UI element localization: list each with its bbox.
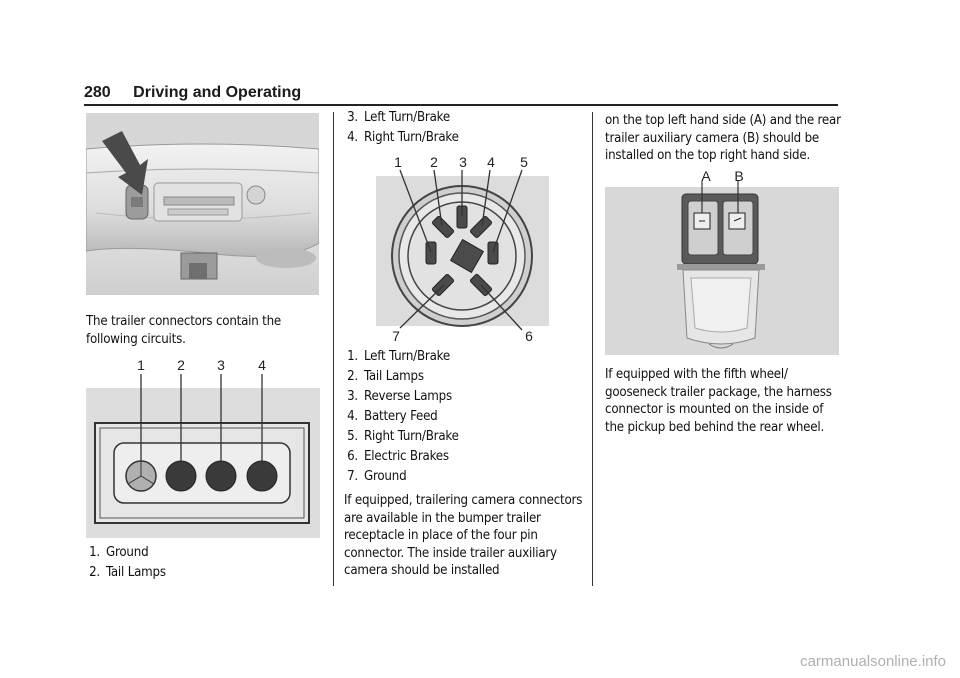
- camera-label-a: A: [701, 168, 711, 184]
- pin-label-5: 5: [520, 154, 528, 170]
- list-item: 3.Left Turn/Brake: [347, 110, 450, 125]
- pin-2: [165, 460, 197, 492]
- list-item: 1.Left Turn/Brake: [347, 349, 450, 364]
- pin-label-3: 3: [217, 357, 225, 373]
- pin-2: [432, 216, 454, 238]
- intro-paragraph: The trailer connectors contain the follo…: [86, 314, 282, 347]
- list-item: 6.Electric Brakes: [347, 449, 449, 464]
- list-item: 4.Battery Feed: [347, 409, 438, 424]
- camera-label-b: B: [734, 168, 743, 184]
- header-rule: [84, 104, 838, 106]
- page-number: 280: [84, 84, 111, 101]
- pin-label-6: 6: [525, 328, 533, 344]
- pin-label-1: 1: [394, 154, 402, 170]
- watermark: carmanualsonline.info: [800, 653, 946, 670]
- camera-port-b: [728, 212, 746, 230]
- seven-pin-circuit-list: 1.Left Turn/Brake 2.Tail Lamps 3.Reverse…: [344, 347, 459, 487]
- list-item: 2.Tail Lamps: [89, 565, 166, 580]
- seven-pin-connector-diagram: 1 2 3 4 5 7 6: [376, 154, 549, 344]
- pin-1: [425, 241, 437, 265]
- list-item: 4.Right Turn/Brake: [347, 130, 459, 145]
- pin-5: [487, 241, 499, 265]
- list-item: 2.Tail Lamps: [347, 369, 424, 384]
- pin-label-3: 3: [459, 154, 467, 170]
- list-item: 1.Ground: [89, 545, 149, 560]
- pin-4: [470, 216, 492, 238]
- four-pin-circuit-list-continued: 3.Left Turn/Brake 4.Right Turn/Brake: [344, 108, 459, 148]
- pin-label-7: 7: [392, 328, 400, 344]
- pin-3: [205, 460, 237, 492]
- gooseneck-paragraph: If equipped with the fifth wheel/ goosen…: [605, 367, 832, 435]
- four-pin-circuit-list: 1.Ground 2.Tail Lamps: [86, 543, 166, 583]
- column-divider-1: [333, 112, 334, 586]
- page-header: 280 Driving and Operating: [84, 84, 301, 102]
- four-pin-connector-diagram: 1 2 3 4: [86, 357, 320, 538]
- camera-location-paragraph: on the top left hand side (A) and the re…: [605, 113, 841, 163]
- list-item: 7.Ground: [347, 469, 407, 484]
- list-item: 5.Right Turn/Brake: [347, 429, 459, 444]
- pin-label-2: 2: [430, 154, 438, 170]
- pin-label-4: 4: [487, 154, 495, 170]
- pin-4: [246, 460, 278, 492]
- pin-label-1: 1: [137, 357, 145, 373]
- pin-label-2: 2: [177, 357, 185, 373]
- list-item: 3.Reverse Lamps: [347, 389, 452, 404]
- column-divider-2: [592, 112, 593, 586]
- camera-paragraph: If equipped, trailering camera connector…: [344, 493, 583, 578]
- pin-label-4: 4: [258, 357, 266, 373]
- camera-connector-illustration: A B: [605, 168, 839, 355]
- pin-1: [125, 460, 157, 492]
- bumper-receptacle-illustration: [86, 113, 319, 295]
- section-title: Driving and Operating: [133, 84, 302, 101]
